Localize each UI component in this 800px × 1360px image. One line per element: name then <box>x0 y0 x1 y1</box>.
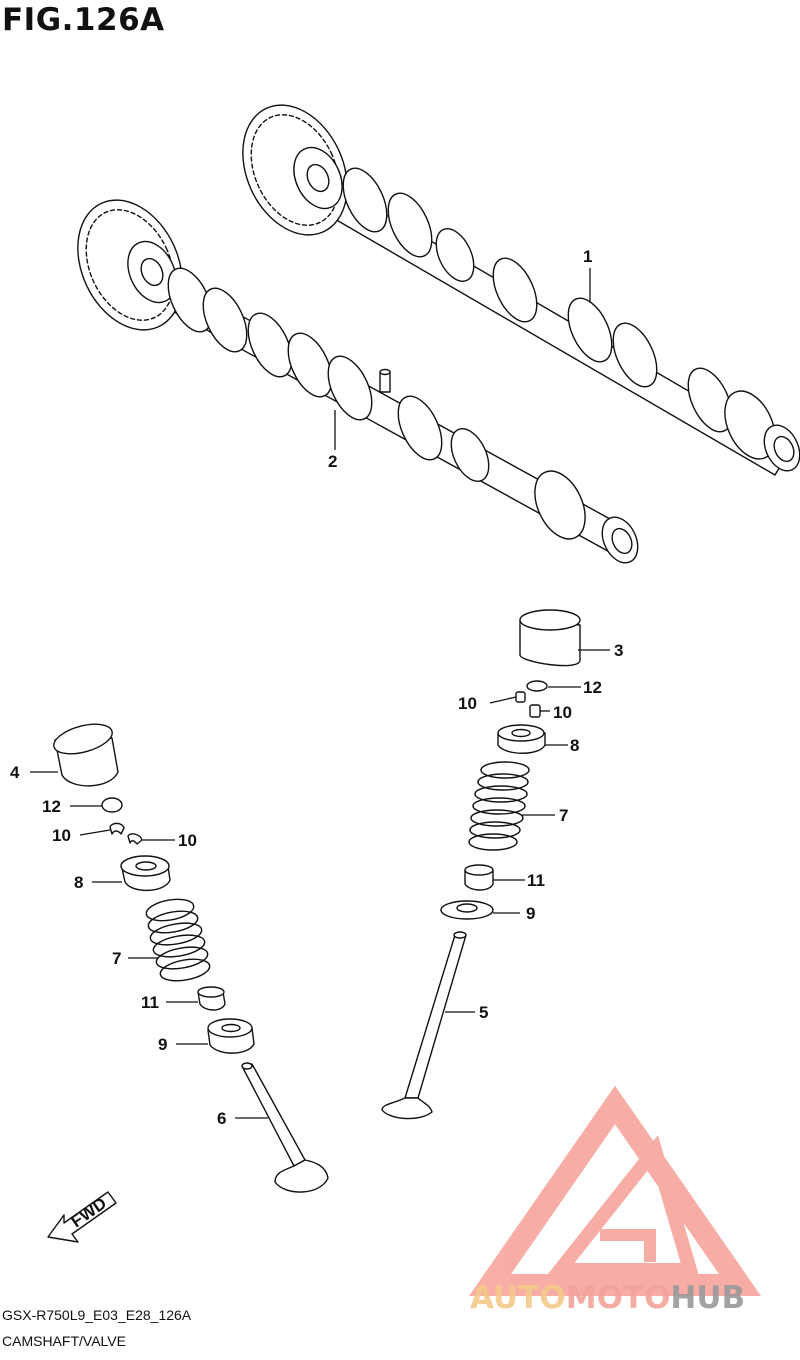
leader-lines <box>30 268 610 1119</box>
callout-12a: 12 <box>583 678 602 697</box>
callout-9a: 9 <box>526 904 535 923</box>
callout-numbers: 1 2 3 12 10 10 8 7 11 9 5 4 12 10 10 8 7… <box>10 247 623 1128</box>
callout-10d: 10 <box>178 831 197 850</box>
callout-10c: 10 <box>52 826 71 845</box>
figure-code: GSX-R750L9_E03_E28_126A <box>2 1307 192 1323</box>
seat-9-left <box>207 1018 255 1054</box>
left-valve-assembly <box>53 723 329 1193</box>
callout-5: 5 <box>479 1003 488 1022</box>
valve-6 <box>241 1062 329 1193</box>
watermark-part3: HUB <box>670 1280 745 1316</box>
retainer-8 <box>497 724 546 754</box>
callout-3: 3 <box>614 641 623 660</box>
callout-7b: 7 <box>112 949 121 968</box>
valve-5 <box>381 931 467 1120</box>
watermark-text: AUTOMOTOHUB <box>470 1280 745 1316</box>
seat-9-right <box>440 900 494 920</box>
fwd-arrow-icon: FWD <box>47 1191 117 1243</box>
spring-7-left <box>145 898 211 982</box>
cotter-10b <box>529 704 541 718</box>
callout-8a: 8 <box>570 736 579 755</box>
watermark-part1: AUTO <box>470 1280 566 1316</box>
tappet-3 <box>519 609 581 667</box>
tappet-4 <box>53 723 119 787</box>
callout-4: 4 <box>10 763 20 782</box>
svg-text:AUTOMOTOHUB: AUTOMOTOHUB <box>470 1280 745 1316</box>
callout-8b: 8 <box>74 873 83 892</box>
callout-6: 6 <box>217 1109 226 1128</box>
cotter-10a <box>515 691 526 703</box>
figure-caption: CAMSHAFT/VALVE <box>2 1333 126 1349</box>
callout-11b: 11 <box>141 993 159 1012</box>
camshaft-1 <box>242 104 800 476</box>
shim-12-left <box>101 797 123 813</box>
shim-12 <box>526 680 548 692</box>
callout-7a: 7 <box>559 806 568 825</box>
right-valve-assembly <box>381 609 581 1120</box>
spring-7-right <box>468 761 530 851</box>
seal-11-left <box>197 986 226 1011</box>
watermark-logo <box>468 1085 762 1296</box>
seal-11-right <box>464 864 494 891</box>
callout-2: 2 <box>328 452 337 471</box>
callout-12b: 12 <box>42 797 61 816</box>
figure-title: FIG.126A <box>2 2 165 38</box>
callout-10b: 10 <box>553 703 572 722</box>
callout-1: 1 <box>583 247 592 266</box>
callout-9b: 9 <box>158 1035 167 1054</box>
cotter-10d <box>127 833 143 845</box>
camshaft-2 <box>77 199 639 564</box>
retainer-8-left <box>120 855 171 892</box>
watermark-part2: MOTO <box>566 1280 671 1316</box>
callout-11a: 11 <box>527 871 545 890</box>
cotter-10c <box>109 822 125 835</box>
callout-10a: 10 <box>458 694 477 713</box>
